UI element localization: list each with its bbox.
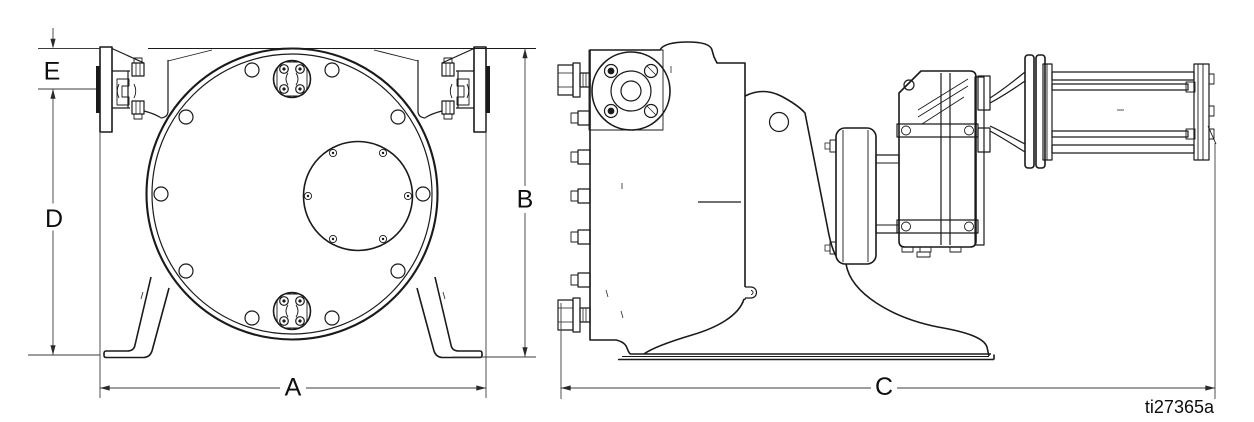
left-flange-plate: [99, 46, 113, 133]
lifting-hole: [768, 111, 790, 133]
tie-rod-upper: [1051, 83, 1189, 91]
dim-label-d: D: [45, 205, 63, 233]
bearing-adapter: [824, 127, 900, 265]
dimension-d: D: [28, 89, 100, 356]
bottom-port-flange: [272, 291, 312, 331]
hook-clip: [744, 286, 758, 300]
housing-inner-ring: [151, 53, 433, 335]
housing-bolt-circle: [153, 62, 431, 326]
arrowhead: [50, 38, 56, 49]
coupling-housing: [875, 154, 900, 234]
drawing-reference-label: ti27365a: [1145, 397, 1215, 417]
suction-flange: [591, 51, 671, 131]
adapter-cone: [989, 71, 1026, 153]
cylinder-top-rail: [1051, 71, 1195, 81]
gearbox-strap-bottom: [896, 219, 979, 234]
right-leg: [416, 276, 483, 359]
left-leg: [103, 276, 170, 359]
left-port-flange: [96, 46, 213, 133]
arrowhead: [522, 347, 528, 357]
dimension-e: E: [38, 28, 100, 90]
air-motor: [989, 54, 1217, 169]
dimension-c: C: [560, 143, 1216, 401]
cylinder-bottom-rail: [1051, 144, 1195, 154]
cylinder-end-cap: [1193, 63, 1210, 161]
gearbox: [896, 70, 991, 258]
base-plate: [618, 353, 995, 361]
motor-flange-rear: [1035, 54, 1046, 169]
pump-body-side: [588, 41, 758, 355]
arrowhead: [1205, 385, 1215, 391]
pedestal-stand: [643, 90, 990, 357]
front-view: E D A B: [28, 28, 536, 402]
arrowhead: [100, 385, 110, 391]
tie-rod-lower: [1051, 130, 1189, 138]
dim-label-c: C: [875, 373, 893, 401]
top-port-flange: [272, 59, 312, 99]
cylinder-head: [1042, 63, 1053, 161]
motor-flange-front: [1024, 54, 1035, 169]
gearbox-strap-top: [896, 123, 979, 138]
motor-mount-plate: [974, 76, 985, 246]
arrowhead: [561, 385, 571, 391]
dimension-a: A: [99, 113, 487, 402]
inspection-cover: [302, 140, 414, 252]
right-flange-gasket: [486, 66, 490, 113]
left-face-fasteners: [557, 62, 591, 333]
arrowhead: [476, 385, 486, 391]
side-view: C: [557, 41, 1217, 401]
dimension-b: B: [452, 48, 536, 358]
pump-housing: [145, 47, 536, 341]
stud-bolts: [570, 110, 591, 288]
left-flange-gasket: [96, 66, 100, 113]
arrowhead: [50, 89, 56, 99]
dim-label-b: B: [517, 186, 534, 214]
dim-label-e: E: [44, 58, 61, 86]
right-port-flange: [373, 46, 490, 133]
housing-outer-ring: [145, 47, 439, 341]
right-flange-plate: [473, 46, 487, 133]
dim-label-a: A: [285, 374, 302, 402]
arrowhead: [522, 48, 528, 59]
arrowhead: [50, 345, 56, 355]
